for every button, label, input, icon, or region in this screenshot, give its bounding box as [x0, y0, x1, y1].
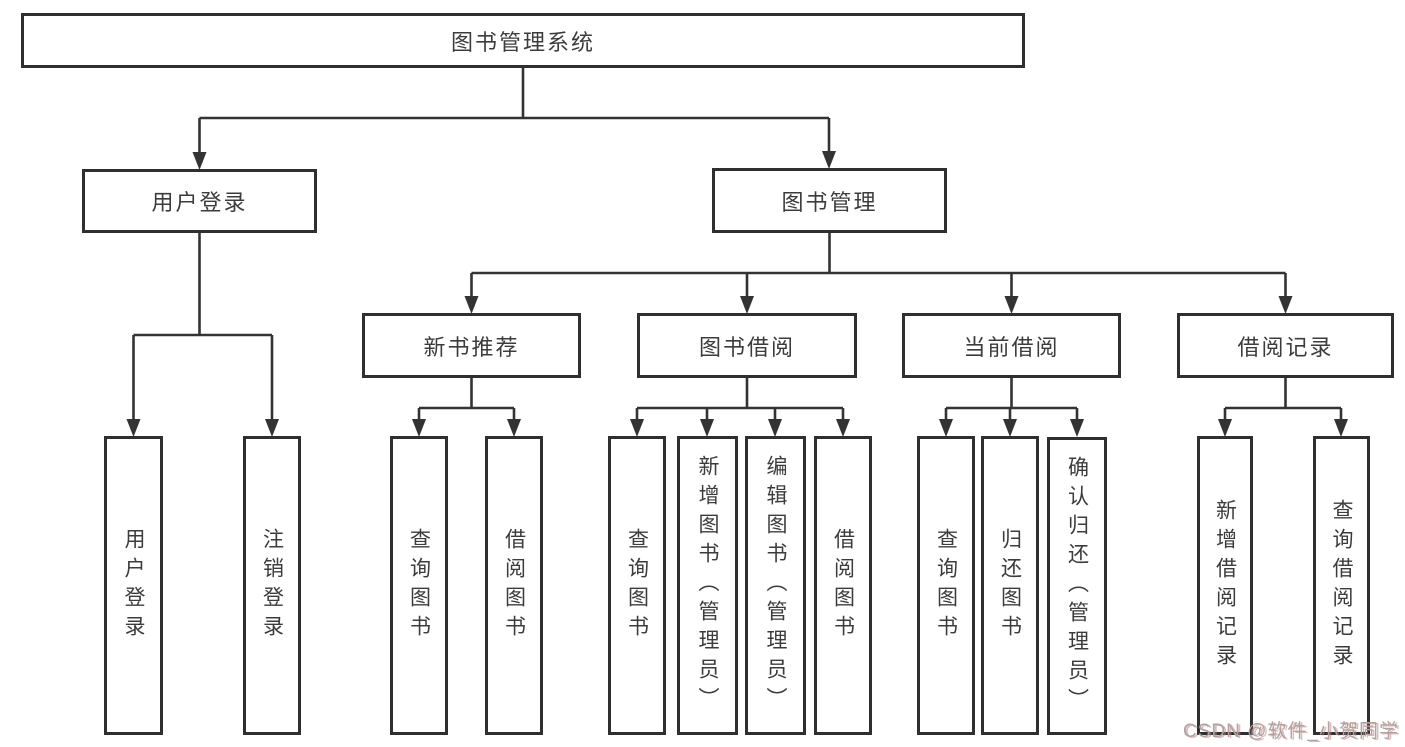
leaf-query-book-2: 查询图书	[608, 436, 666, 735]
node-user-login: 用户登录	[82, 169, 317, 233]
leaf-query-borrow-record-label: 查询借阅记录	[1330, 498, 1353, 673]
leaf-return-book: 归还图书	[981, 436, 1039, 735]
arrowhead	[1003, 419, 1017, 437]
leaf-borrow-book-1-label: 借阅图书	[502, 527, 526, 644]
node-book-borrow: 图书借阅	[637, 313, 857, 378]
leaf-query-book-1: 查询图书	[390, 436, 448, 735]
node-new-book-recommend-label: 新书推荐	[423, 334, 520, 360]
leaf-confirm-return-admin: 确认归还（管理员）	[1047, 437, 1107, 735]
leaf-add-book-admin-label: 新增图书（管理员）	[696, 455, 719, 716]
arrowhead	[700, 419, 714, 437]
leaf-logout-login: 注销登录	[243, 436, 301, 735]
arrowhead	[265, 419, 279, 437]
node-new-book-recommend: 新书推荐	[362, 313, 581, 378]
leaf-query-book-3-label: 查询图书	[934, 527, 958, 644]
arrowhead	[1070, 419, 1084, 437]
leaf-add-borrow-record-label: 新增借阅记录	[1213, 498, 1237, 673]
node-borrow-record: 借阅记录	[1177, 313, 1394, 378]
leaf-edit-book-admin: 编辑图书（管理员）	[745, 436, 806, 735]
node-user-login-label: 用户登录	[151, 190, 248, 215]
node-borrow-record-label: 借阅记录	[1237, 334, 1334, 360]
leaf-add-borrow-record: 新增借阅记录	[1197, 436, 1253, 735]
arrowhead	[1218, 419, 1232, 437]
arrowhead	[822, 151, 836, 169]
leaf-query-book-2-label: 查询图书	[625, 527, 649, 644]
leaf-user-login: 用户登录	[104, 436, 163, 735]
leaf-borrow-book-2: 借阅图书	[814, 436, 872, 735]
arrowhead	[464, 296, 479, 314]
arrowhead	[126, 419, 141, 437]
arrowhead	[192, 152, 207, 170]
csdn-watermark: CSDN @软件_小贺同学	[1183, 721, 1399, 742]
node-root: 图书管理系统	[21, 13, 1025, 68]
arrowhead	[630, 419, 644, 437]
arrowhead	[939, 419, 953, 437]
leaf-borrow-book-1: 借阅图书	[485, 436, 543, 735]
node-current-borrow-label: 当前借阅	[963, 334, 1060, 360]
leaf-query-book-3: 查询图书	[917, 436, 975, 735]
leaf-return-book-label: 归还图书	[998, 527, 1022, 644]
node-book-management: 图书管理	[712, 168, 947, 233]
arrowhead	[768, 419, 782, 437]
node-book-borrow-label: 图书借阅	[698, 334, 795, 360]
arrowhead	[507, 419, 521, 437]
leaf-query-book-1-label: 查询图书	[407, 527, 431, 644]
leaf-borrow-book-2-label: 借阅图书	[831, 527, 855, 644]
arrowhead	[836, 419, 850, 437]
arrowhead	[1004, 296, 1019, 314]
arrowhead	[740, 296, 754, 314]
leaf-confirm-return-admin-label: 确认归还（管理员）	[1065, 455, 1089, 717]
leaf-edit-book-admin-label: 编辑图书（管理员）	[764, 455, 787, 716]
leaf-add-book-admin: 新增图书（管理员）	[677, 436, 738, 735]
node-root-label: 图书管理系统	[450, 29, 595, 55]
node-current-borrow: 当前借阅	[902, 313, 1121, 378]
arrowhead	[412, 419, 426, 437]
arrowhead	[1278, 296, 1293, 314]
leaf-user-login-label: 用户登录	[122, 527, 145, 644]
arrowhead	[1334, 419, 1348, 437]
leaf-query-borrow-record: 查询借阅记录	[1313, 436, 1370, 735]
node-book-management-label: 图书管理	[781, 189, 878, 215]
leaf-logout-login-label: 注销登录	[260, 527, 284, 644]
